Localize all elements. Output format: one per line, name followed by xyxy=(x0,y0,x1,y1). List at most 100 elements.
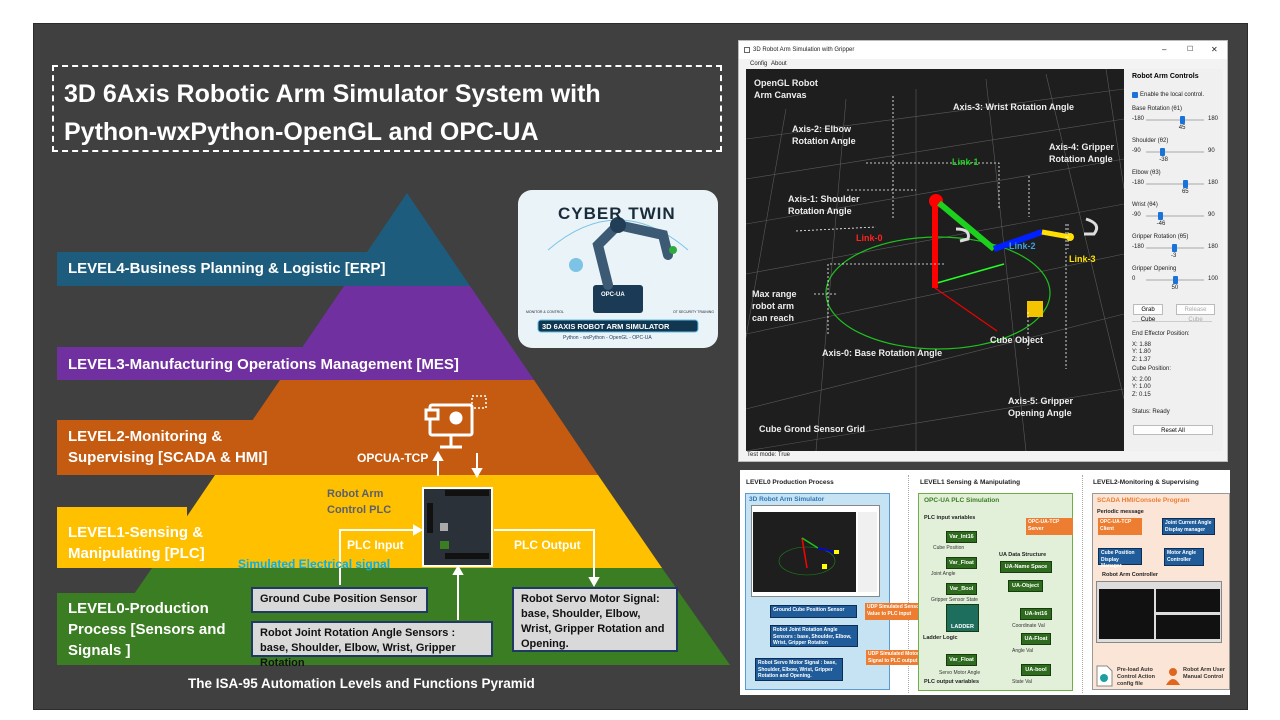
cube-display-box: Cube Position Display Manager xyxy=(1098,548,1142,569)
angle-val-caption: Angle Val xyxy=(1012,648,1034,654)
title-line-1: 3D 6Axis Robotic Arm Simulator System wi… xyxy=(64,80,601,108)
config-file-icon xyxy=(1096,665,1113,687)
slider-label: Gripper Opening xyxy=(1132,266,1177,272)
menu-config[interactable]: Config xyxy=(750,61,768,67)
var-int16-box: Var_Int16 xyxy=(946,531,977,543)
udp-motor-box: UDP Simulated Motor Signal to PLC output xyxy=(866,650,925,665)
menu-about[interactable]: About xyxy=(771,61,787,67)
slider-min: -180 xyxy=(1132,244,1145,250)
ua-bool-box: UA-bool xyxy=(1021,664,1051,676)
level1-label-line: LEVEL1-Sensing & xyxy=(68,524,204,541)
close-button[interactable]: ✕ xyxy=(1211,45,1218,54)
axis4-line: Rotation Angle xyxy=(1049,154,1113,164)
slider-thumb[interactable] xyxy=(1172,276,1178,284)
level3-label-bar xyxy=(57,347,497,380)
periodic-message-label: Periodic message xyxy=(1097,509,1144,515)
opcua-arrows xyxy=(339,450,600,620)
cube-position-heading: Cube Position: xyxy=(1132,366,1172,372)
link-2-arm xyxy=(992,229,1044,252)
release-cube-button[interactable]: Release Cube xyxy=(1176,304,1215,323)
plc-outputs-label: PLC output variables xyxy=(924,679,980,685)
level2-label-line: Supervising [SCADA & HMI] xyxy=(68,449,268,466)
canvas-scene xyxy=(725,68,1125,452)
cube-object xyxy=(1027,301,1043,317)
var-float-box: Var_Float xyxy=(946,557,977,569)
level4-label: LEVEL4-Business Planning & Logistic [ERP… xyxy=(68,260,386,277)
plc-input-label: PLC Input xyxy=(347,538,404,552)
var-bool-box: Var_Bool xyxy=(946,583,977,595)
slider-min: -90 xyxy=(1132,148,1141,154)
opcua-server-box: OPC-UA-TCP Server xyxy=(1026,518,1073,535)
slider-thumb[interactable] xyxy=(1157,212,1163,220)
joint-sensors-box: Robot Joint Rotation Angle Sensors : bas… xyxy=(251,621,493,669)
level3-label: LEVEL3-Manufacturing Operations Manageme… xyxy=(68,356,459,373)
pyramid-caption: The ISA-95 Automation Levels and Functio… xyxy=(188,676,535,691)
max-range-line: can reach xyxy=(752,313,795,323)
base-x-axis xyxy=(934,287,998,332)
section-level1-title: LEVEL1 Sensing & Manipulating xyxy=(920,479,1021,486)
slider-thumb[interactable] xyxy=(1179,116,1185,124)
servo-angle-caption: Servo Motor Angle xyxy=(939,670,981,676)
architecture-diagram: LEVEL0 Production Process LEVEL1 Sensing… xyxy=(740,470,1230,695)
level2-label-line: LEVEL2-Monitoring & xyxy=(68,428,223,445)
level0-label-line: Signals ] xyxy=(68,642,131,659)
plc-panel-title: OPC-UA PLC Simulation xyxy=(924,497,1000,504)
link-3-arm xyxy=(1041,229,1071,240)
hmi-gauge-row xyxy=(1156,589,1220,612)
simulator-window: 3D Robot Arm Simulation with Gripper – ☐… xyxy=(725,40,1228,462)
hmi-monitor-icon xyxy=(424,395,487,449)
plc-label-line: Control PLC xyxy=(327,504,392,516)
slider-thumb[interactable] xyxy=(1160,148,1166,156)
max-range-line: robot arm xyxy=(752,301,795,311)
pyramid-level1 xyxy=(152,475,662,568)
diagram-joint-sensors: Robot Joint Rotation Angle Sensors : bas… xyxy=(770,625,858,647)
slider-track[interactable] xyxy=(1146,183,1204,185)
slider-value: 65 xyxy=(1181,189,1189,195)
diagram-servo-signal: Robot Servo Motor Signal : base, Shoulde… xyxy=(755,658,843,681)
end-effector-heading: End Effector Position: xyxy=(1132,331,1190,337)
grab-cube-button[interactable]: Grab Cube xyxy=(1133,304,1163,323)
ua-object-box: UA-Object xyxy=(1008,580,1043,592)
level2-label-bar xyxy=(57,420,257,475)
level0-label-line: LEVEL0-Production xyxy=(68,600,209,617)
axis1-line: Rotation Angle xyxy=(788,206,852,216)
enable-checkbox[interactable] xyxy=(1132,92,1138,98)
axis5-line: Opening Angle xyxy=(1008,408,1072,418)
maximize-button[interactable]: ☐ xyxy=(1187,46,1194,53)
logo-left-caption: MONITOR & CONTROL xyxy=(526,310,564,314)
controls-panel: Robot Arm Controls Enable the local cont… xyxy=(1124,69,1223,451)
plc-label-line: Robot Arm xyxy=(327,488,384,500)
ground-sensor-box: Ground Cube Position Sensor xyxy=(251,587,428,613)
slider-track[interactable] xyxy=(1146,215,1204,217)
canvas-title-line: OpenGL Robot xyxy=(754,78,818,88)
slider-track[interactable] xyxy=(1146,151,1204,153)
ua-struct-label: UA Data Structure xyxy=(999,552,1047,558)
simulator-thumbnail xyxy=(751,505,880,597)
minimize-button[interactable]: – xyxy=(1162,45,1167,54)
slider-value: -38 xyxy=(1159,157,1168,163)
end-effector-z: Z: 1.37 xyxy=(1132,356,1151,363)
logo-badge: OPC-UA xyxy=(601,292,625,298)
coordinate-val-caption: Coordinate Val xyxy=(1012,623,1045,629)
slider-thumb[interactable] xyxy=(1172,244,1178,252)
link1-label: Link-1 xyxy=(952,157,979,167)
hmi-screenshot xyxy=(1096,581,1222,643)
title-box: 3D 6Axis Robotic Arm Simulator System wi… xyxy=(52,65,722,152)
axis2-line: Axis-2: Elbow xyxy=(792,124,852,134)
opcua-client-box: OPC-UA-TCP Client xyxy=(1098,518,1142,535)
reset-all-button[interactable]: Reset All xyxy=(1133,425,1213,435)
divider xyxy=(1082,475,1083,693)
ua-int16-box: UA-Int16 xyxy=(1020,608,1052,620)
slider-track[interactable] xyxy=(1146,119,1204,121)
motor-controller-box: Motor Angle Controller xyxy=(1164,548,1204,566)
canvas-title-line: Arm Canvas xyxy=(754,90,807,100)
slider-thumb[interactable] xyxy=(1182,180,1188,188)
slider-min: -180 xyxy=(1132,180,1145,186)
level0-label: LEVEL0-Production Process [Sensors and S… xyxy=(68,598,226,661)
opcua-tcp-label: OPCUA-TCP xyxy=(357,451,429,465)
